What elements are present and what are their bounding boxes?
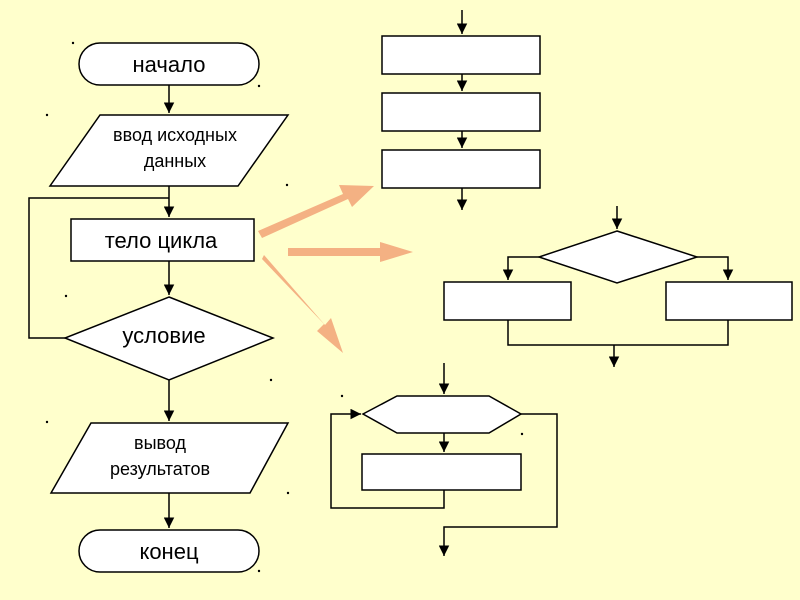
start-label: начало: [133, 52, 206, 77]
branch-example: [443, 206, 793, 367]
pointer-arrows: [258, 185, 413, 353]
pointer-arrow-to-branch: [288, 242, 413, 262]
end-label: конец: [139, 539, 198, 564]
loop-body-label: тело цикла: [105, 228, 218, 253]
loop-back-line: [28, 197, 169, 339]
sequence-example: [381, 10, 541, 210]
output-label-line2: результатов: [110, 459, 210, 479]
output-label-line1: вывод: [134, 433, 186, 453]
seq-block-2: [381, 92, 541, 132]
branch-right-line: [697, 256, 734, 280]
loop-exit-line: [438, 413, 558, 556]
seq-block-1: [381, 35, 541, 75]
branch-right-block: [665, 281, 793, 321]
input-label-line1: ввод исходных: [113, 125, 237, 145]
loop-header-hexagon: [361, 395, 523, 434]
pointer-arrow-to-loop: [262, 255, 343, 353]
main-connectors: [28, 85, 175, 528]
branch-decision: [536, 230, 700, 284]
main-flowchart: [48, 42, 290, 573]
condition-label: условие: [122, 323, 205, 348]
loop-body-process: [70, 218, 255, 262]
seq-block-3: [381, 149, 541, 189]
loop-body-block: [361, 453, 522, 491]
loop-return-line: [330, 408, 445, 509]
decorative-dots: [45, 41, 524, 573]
input-parallelogram: [48, 114, 290, 187]
loop-example: [330, 363, 558, 556]
branch-merge-line: [507, 320, 729, 346]
pointer-arrow-to-sequence: [258, 185, 374, 238]
input-label-line2: данных: [144, 151, 206, 171]
end-terminator: [78, 529, 260, 573]
branch-left-line: [502, 256, 539, 280]
output-parallelogram: [49, 422, 290, 494]
branch-left-block: [443, 281, 572, 321]
